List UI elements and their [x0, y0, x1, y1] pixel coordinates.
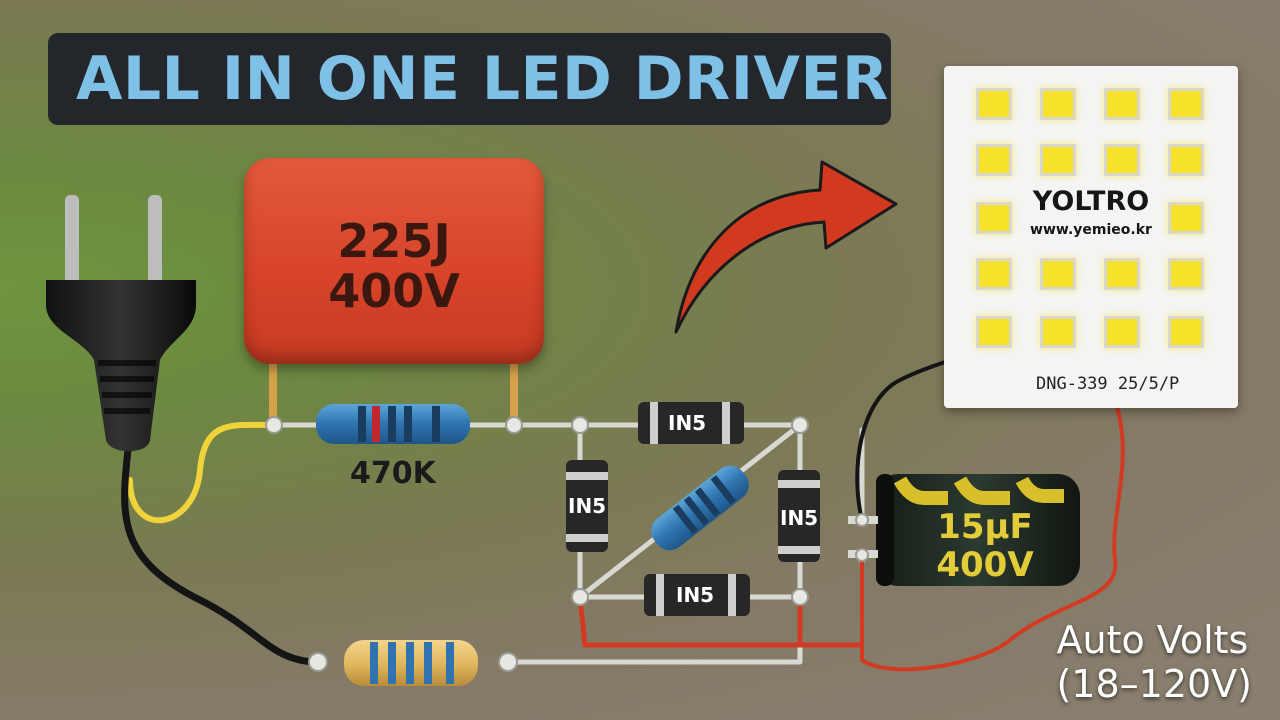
diode-left: [566, 460, 608, 552]
led-chip: [1168, 88, 1204, 120]
led-chip: [1040, 88, 1076, 120]
diode-bottom-label: IN5: [676, 583, 715, 607]
plug-icon: [46, 195, 196, 452]
led-chip: [976, 88, 1012, 120]
film-capacitor: 225J 400V: [244, 158, 544, 364]
diode-top-label: IN5: [668, 411, 707, 435]
led-chip: [1104, 144, 1140, 176]
led-chip: [1040, 144, 1076, 176]
wire-yellow: [127, 421, 273, 524]
led-chip: [1104, 88, 1140, 120]
led-board: YOLTRO www.yemieo.kr DNG-339 25/5/P: [944, 66, 1238, 408]
diode-top: [638, 402, 744, 444]
led-chip: [1168, 144, 1204, 176]
led-chip: [976, 202, 1012, 234]
wire-black-cord: [121, 446, 319, 666]
output-note-line1: Auto Volts: [1056, 618, 1249, 662]
capacitor-leg-right: [510, 364, 518, 424]
led-chip: [1168, 202, 1204, 234]
led-brand: YOLTRO: [1032, 186, 1150, 217]
ecap-capacitance: 15μF: [937, 507, 1033, 547]
led-chip: [1168, 258, 1204, 290]
led-url: www.yemieo.kr: [1030, 222, 1152, 238]
resistor-diagonal: [651, 465, 749, 551]
resistor-470k: [316, 404, 470, 444]
capacitor-value-label: 225J: [337, 214, 451, 268]
diode-right-label: IN5: [780, 506, 819, 530]
led-chip: [976, 144, 1012, 176]
junction-dots: [265, 416, 869, 672]
capacitor-voltage-label: 400V: [328, 264, 460, 318]
electrolytic-capacitor-label: 15μF 400V: [920, 508, 1050, 584]
led-chip: [1104, 316, 1140, 348]
electrolytic-capacitor: [848, 474, 1080, 586]
led-chip: [1168, 316, 1204, 348]
output-voltage-note: Auto Volts (18–120V): [1056, 618, 1252, 706]
resistor-value-label: 470K: [350, 456, 436, 491]
led-chip: [1040, 258, 1076, 290]
ecap-voltage: 400V: [936, 545, 1034, 585]
diode-right: [778, 470, 820, 562]
output-note-line2: (18–120V): [1056, 662, 1252, 706]
led-chip: [976, 258, 1012, 290]
capacitor-leg-left: [269, 364, 277, 424]
title-banner: ALL IN ONE LED DRIVER: [48, 33, 891, 125]
led-chip: [1104, 258, 1140, 290]
page-title: ALL IN ONE LED DRIVER: [76, 44, 889, 114]
led-model: DNG-339 25/5/P: [1036, 374, 1180, 394]
diode-left-label: IN5: [568, 494, 607, 518]
resistor-bottom: [344, 640, 478, 686]
arrow-icon: [674, 160, 898, 334]
diode-bottom: [644, 574, 750, 616]
led-chip: [976, 316, 1012, 348]
led-chip: [1040, 316, 1076, 348]
